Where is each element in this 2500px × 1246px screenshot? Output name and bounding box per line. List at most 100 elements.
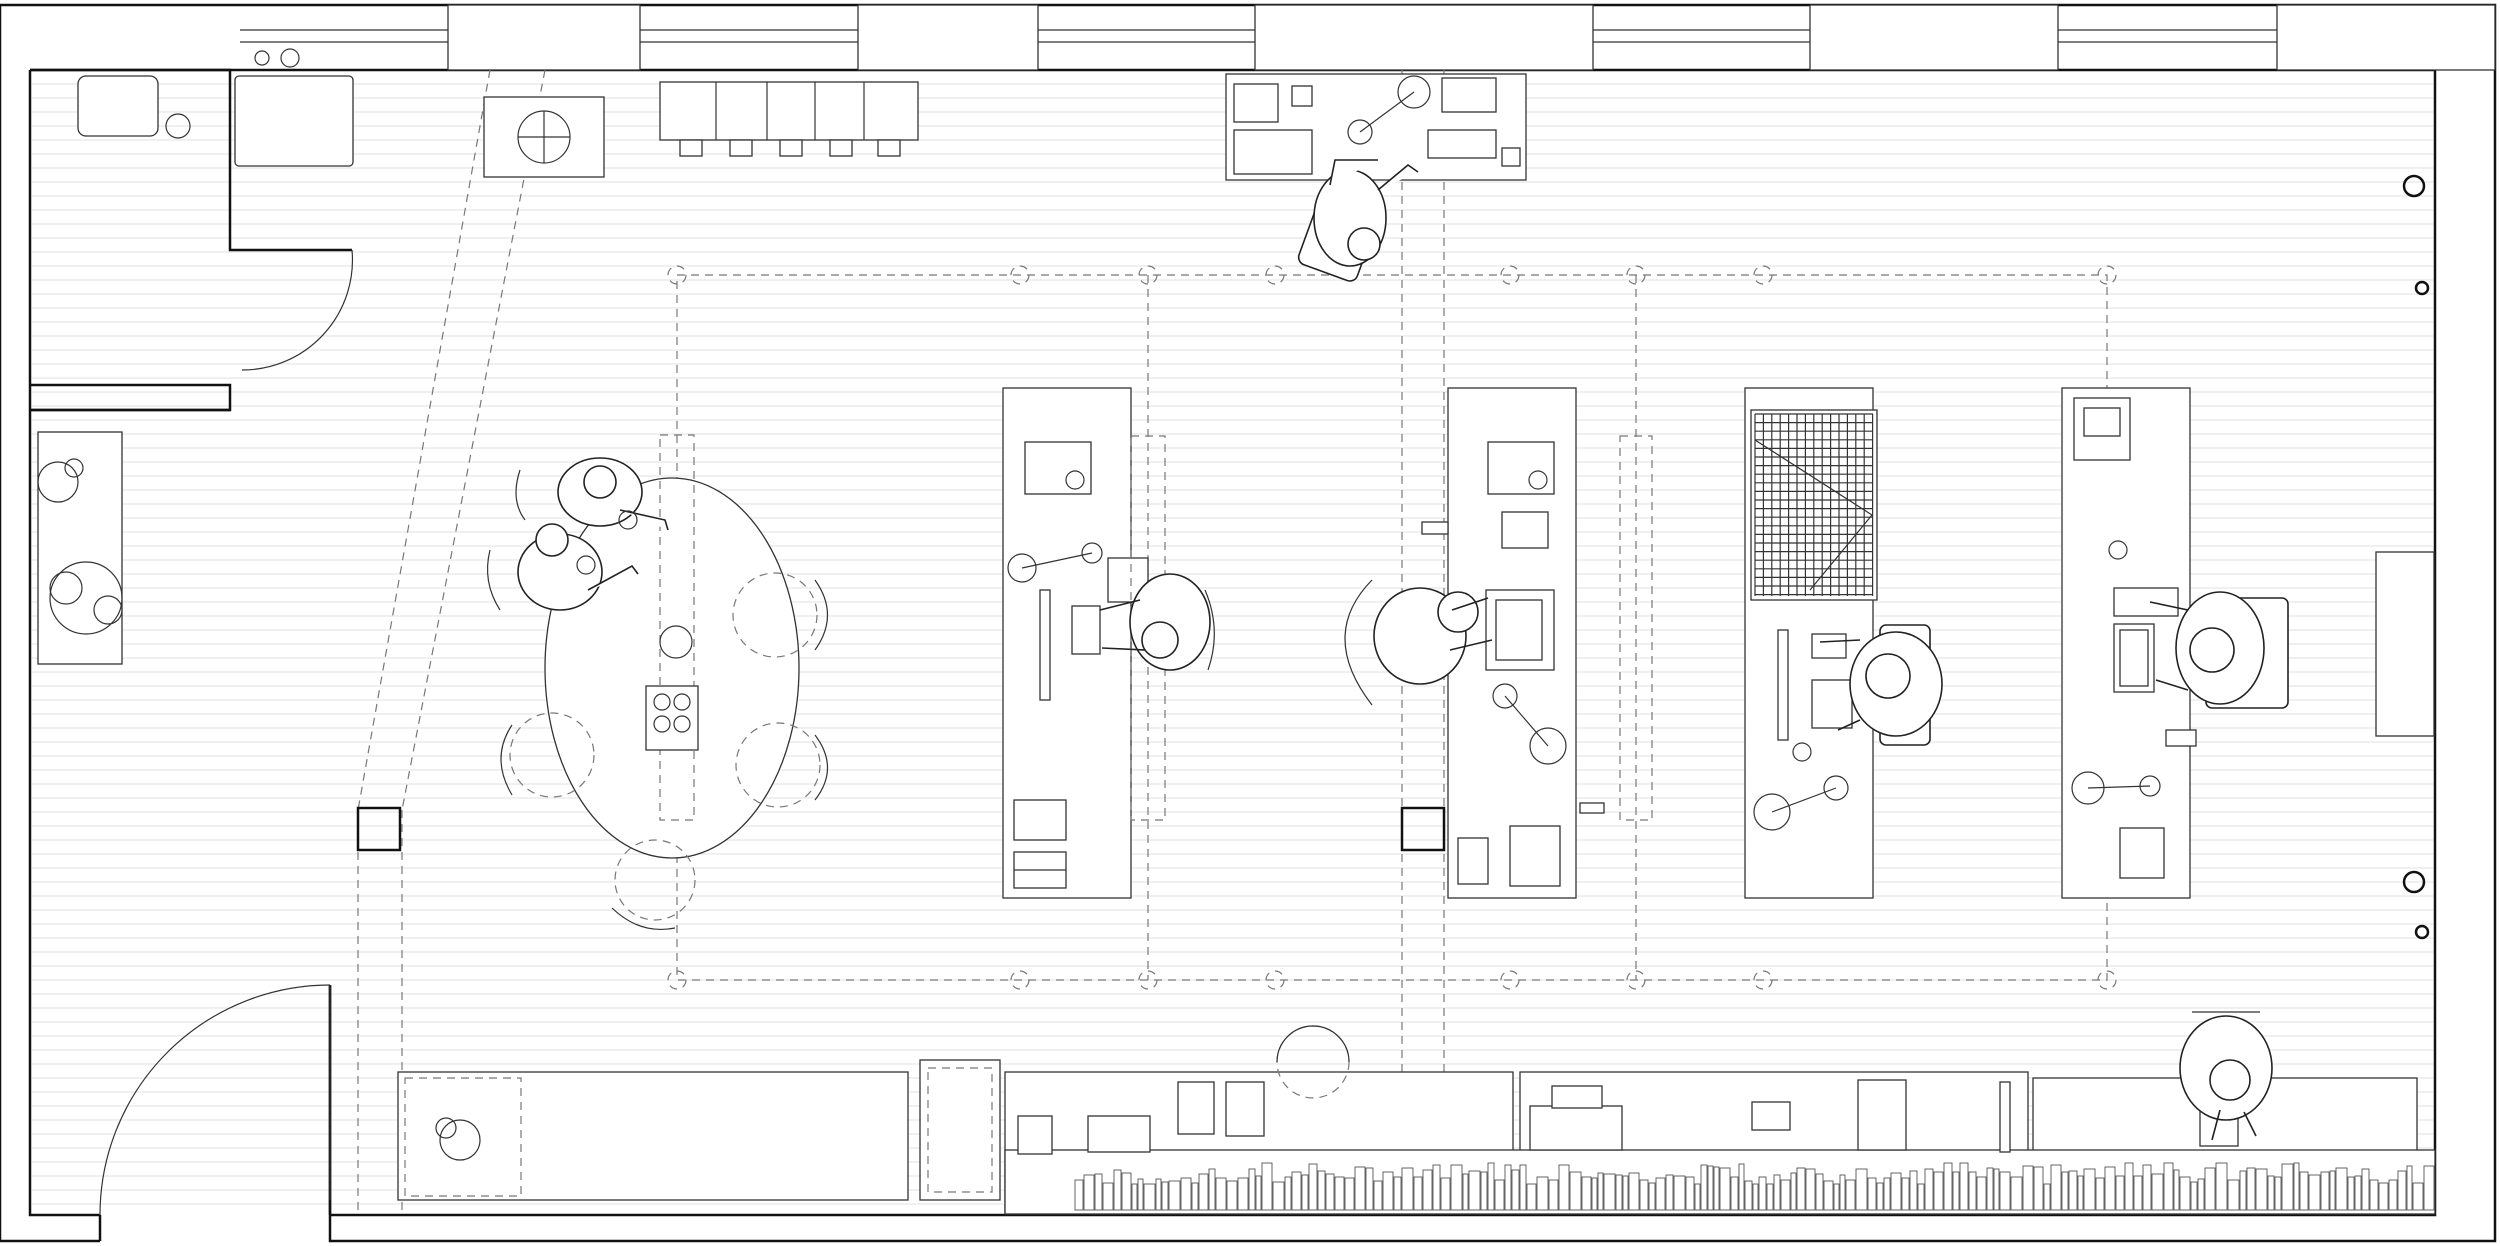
book-spine: [2115, 1175, 2125, 1211]
book-spine: [2215, 1162, 2228, 1211]
book-spine: [1917, 1183, 1925, 1211]
person-icon: [1099, 573, 1215, 671]
book-spine: [2204, 1167, 2216, 1211]
book-spine: [1519, 1164, 1527, 1211]
book-spine: [1673, 1175, 1686, 1211]
window-frame-3: [1254, 4, 1594, 71]
person-icon: [2149, 591, 2289, 709]
book-spine: [2124, 1162, 2134, 1211]
book-spine: [1909, 1170, 1918, 1211]
plant-icon: [280, 48, 300, 68]
person-icon: [1819, 624, 1943, 746]
book-spine: [2281, 1163, 2294, 1211]
book-spine: [1639, 1179, 1649, 1211]
desk-lamp-icon: [1492, 683, 1518, 709]
book-spine: [1291, 1171, 1302, 1211]
book-spine: [1301, 1174, 1309, 1211]
book-spine: [1504, 1164, 1512, 1211]
kitchenette: [254, 48, 919, 178]
book-spine: [1959, 1162, 1969, 1211]
book-spine: [1876, 1182, 1884, 1211]
book-spine: [1591, 1177, 1598, 1211]
book-spine: [2083, 1168, 2096, 1211]
book-spine: [1615, 1174, 1623, 1211]
exterior-walls: [0, 3, 2497, 1243]
book-spine: [1284, 1176, 1292, 1211]
window-frame-1: [447, 4, 641, 71]
book-spine: [1833, 1183, 1840, 1211]
book-spine: [1334, 1176, 1345, 1211]
person-icon: [486, 457, 669, 611]
sink-icon: [1024, 441, 1092, 495]
book-spine: [2397, 1170, 2407, 1211]
book-spine: [1113, 1169, 1122, 1211]
book-spine: [1707, 1165, 1714, 1211]
book-spine: [1744, 1180, 1753, 1211]
book-spine: [1924, 1168, 1934, 1211]
book-spine: [1719, 1167, 1731, 1211]
book-spine: [1890, 1172, 1902, 1211]
book-spine: [1665, 1174, 1674, 1211]
book-spine: [2227, 1179, 2240, 1211]
book-spine: [1074, 1179, 1084, 1211]
door-swing-icon: [241, 249, 354, 371]
book-spine: [1462, 1173, 1469, 1211]
book-spine: [1401, 1167, 1414, 1211]
book-spine: [1422, 1169, 1433, 1211]
monitor: [1039, 589, 1051, 701]
book-spine: [1083, 1174, 1095, 1211]
book-spine: [2308, 1174, 2321, 1211]
person-icon: [2179, 1011, 2273, 1141]
chair-icon: [509, 712, 595, 798]
book-spine: [1226, 1180, 1238, 1211]
book-spine: [1382, 1171, 1394, 1211]
book-spine: [2061, 1171, 2069, 1211]
book-spine: [1730, 1176, 1739, 1211]
printer-icon: [1529, 1105, 1623, 1151]
book-spine: [1805, 1168, 1816, 1211]
desk-lamp-icon: [1397, 75, 1431, 109]
book-spine: [1780, 1179, 1791, 1211]
book-spine: [1094, 1173, 1103, 1211]
book-spine: [1440, 1177, 1451, 1211]
book-spine: [2179, 1176, 2191, 1211]
book-spine: [1131, 1183, 1138, 1211]
book-spine: [1758, 1176, 1767, 1211]
book-spine: [1365, 1167, 1374, 1211]
bottom-storage: [397, 1011, 2436, 1215]
book-spine: [1648, 1182, 1656, 1211]
book-spine: [1883, 1177, 1891, 1211]
book-spine: [1622, 1175, 1629, 1211]
book-spine: [1161, 1181, 1169, 1211]
book-spine: [1766, 1183, 1774, 1211]
book-spine: [2335, 1167, 2348, 1211]
book-spine: [2095, 1177, 2105, 1211]
book-spine: [2412, 1182, 2424, 1211]
book-spine: [1968, 1171, 1977, 1211]
column-icon: [1400, 806, 1446, 852]
window-frame-2: [857, 4, 1039, 71]
book-spine: [1603, 1173, 1616, 1211]
book-spine: [1526, 1183, 1537, 1211]
book-spine: [2423, 1165, 2435, 1211]
book-spine: [1839, 1174, 1846, 1211]
book-spine: [1325, 1173, 1335, 1211]
book-spine: [2246, 1167, 2256, 1211]
book-spine: [2151, 1173, 2164, 1211]
book-spine: [2347, 1176, 2355, 1211]
book-spine: [1317, 1170, 1326, 1211]
book-spine: [1450, 1164, 1463, 1211]
person-icon: [1344, 579, 1493, 706]
book-spine: [1393, 1176, 1402, 1211]
book-spine: [1558, 1164, 1570, 1211]
book-spine: [1823, 1180, 1834, 1211]
book-spine: [1143, 1183, 1156, 1211]
book-spine: [2133, 1175, 2143, 1211]
chair-icon: [735, 722, 821, 808]
meeting-table: [486, 434, 828, 931]
book-spine: [2043, 1183, 2051, 1211]
book-spine: [2163, 1162, 2174, 1211]
planter-left: [37, 431, 123, 665]
book-spine: [2320, 1171, 2330, 1211]
book-spine: [1943, 1162, 1953, 1211]
